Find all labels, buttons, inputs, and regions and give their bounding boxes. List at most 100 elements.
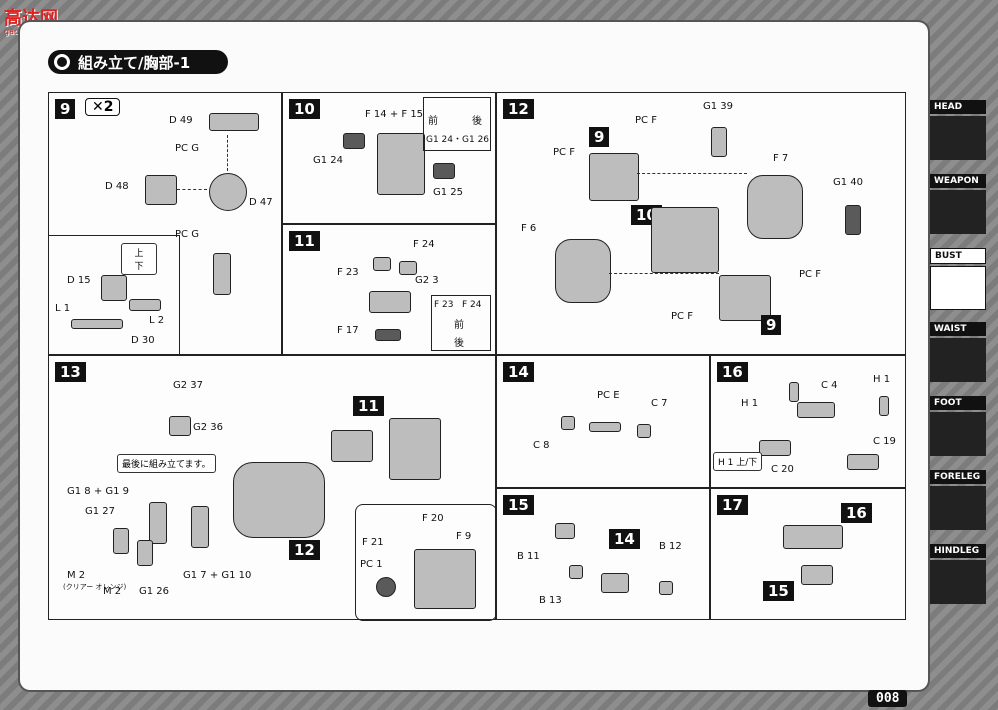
part-label: B 11 xyxy=(517,551,540,562)
part-label: C 20 xyxy=(771,464,794,475)
part-drawing xyxy=(759,440,791,456)
part-label: PC G xyxy=(175,143,199,154)
back-label: 後 xyxy=(472,116,482,127)
step-17-panel: 17 16 15 xyxy=(710,488,906,620)
sub-step-ref: 16 xyxy=(841,503,872,523)
part-drawing xyxy=(389,418,441,480)
part-label: L 2 xyxy=(149,315,165,326)
part-label: F 23 xyxy=(337,267,359,278)
part-label: L 1 xyxy=(55,303,71,314)
sidebar-tab-foot[interactable]: FOOT xyxy=(930,396,994,460)
step-9-panel: 9 ✕2 D 49 PC G D 48 D 47 PC G D 15 L 1 L… xyxy=(48,92,282,356)
part-label: C 8 xyxy=(533,440,550,451)
part-label: G1 24 xyxy=(313,155,344,166)
sub-step-ref: 15 xyxy=(763,581,794,601)
step-number: 15 xyxy=(503,495,534,515)
part-label: F 24 xyxy=(413,239,435,250)
part-label: C 7 xyxy=(651,398,668,409)
part-label: F 20 xyxy=(422,513,444,524)
part-label: G1 25 xyxy=(433,187,464,198)
detail-box: F 23 F 24 前 後 xyxy=(431,295,491,351)
part-label: F 7 xyxy=(773,153,789,164)
part-drawing xyxy=(797,402,835,418)
step-11-panel: 11 F 24 F 23 G2 3 F 17 F 23 F 24 前 後 xyxy=(282,224,496,355)
part-label: PC 1 xyxy=(360,559,383,570)
sidebar-tab-bust[interactable]: BUST xyxy=(930,248,994,312)
step-number: 10 xyxy=(289,99,320,119)
step-number: 16 xyxy=(717,362,748,382)
part-label: F 23 xyxy=(434,300,454,310)
part-label: G1 7 + G1 10 xyxy=(183,570,252,581)
sidebar-tab-waist[interactable]: WAIST xyxy=(930,322,994,386)
tab-label: WEAPON xyxy=(930,174,986,188)
part-label: H 1 xyxy=(741,398,759,409)
orientation-note: 上下 xyxy=(121,243,157,275)
part-drawing xyxy=(101,275,127,301)
assembly-line xyxy=(609,273,719,274)
step-13-panel: 13 G2 37 G2 36 最後に組み立てます。 G1 8 + G1 9 G1… xyxy=(48,355,497,621)
part-drawing xyxy=(129,299,161,311)
part-drawing xyxy=(377,133,425,195)
part-drawing xyxy=(561,416,575,430)
part-label: D 30 xyxy=(131,335,155,346)
step-16-panel: 16 H 1 C 4 H 1 C 20 C 19 H 1 上/下 xyxy=(710,355,906,488)
part-label: G1 8 + G1 9 xyxy=(67,486,130,497)
part-drawing xyxy=(555,523,575,539)
weapon-icon xyxy=(930,190,986,234)
foreleg-icon xyxy=(930,486,986,530)
part-label: D 49 xyxy=(169,115,193,126)
part-label: G1 40 xyxy=(833,177,864,188)
section-header: 組み立て/胸部-1 xyxy=(48,50,228,74)
section-title: 組み立て/胸部-1 xyxy=(78,53,191,72)
part-label: C 4 xyxy=(821,380,838,391)
part-drawing xyxy=(555,239,611,303)
tab-label: HINDLEG xyxy=(930,544,986,558)
assembly-line xyxy=(637,173,747,174)
front-label: 前 xyxy=(428,116,438,127)
gear-icon xyxy=(54,54,70,70)
sidebar-tab-head[interactable]: HEAD xyxy=(930,100,994,164)
step-number: 9 xyxy=(55,99,76,119)
page-number: 008 xyxy=(868,690,908,707)
sub-step-ref: 9 xyxy=(761,315,782,335)
part-label: F 9 xyxy=(456,531,472,542)
sidebar-tab-foreleg[interactable]: FORELEG xyxy=(930,470,994,534)
part-drawing xyxy=(719,275,771,321)
step-14-panel: 14 PC E C 7 C 8 xyxy=(496,355,710,488)
part-drawing xyxy=(331,430,373,462)
part-label: F 14 + F 15 xyxy=(365,109,424,120)
tab-label: FOOT xyxy=(930,396,986,410)
part-label: B 13 xyxy=(539,595,562,606)
multiplier-badge: ✕2 xyxy=(85,98,121,116)
part-drawing xyxy=(343,133,365,149)
part-drawing xyxy=(845,205,861,235)
part-label: G1 24・G1 26 xyxy=(426,135,490,145)
part-drawing xyxy=(747,175,803,239)
part-drawing xyxy=(801,565,833,585)
part-drawing xyxy=(637,424,651,438)
tab-label: WAIST xyxy=(930,322,986,336)
part-label: G1 39 xyxy=(703,101,734,112)
part-label: PC F xyxy=(635,115,657,126)
part-drawing xyxy=(569,565,583,579)
orientation-note: H 1 上/下 xyxy=(713,452,763,471)
head-icon xyxy=(930,116,986,160)
part-drawing xyxy=(711,127,727,157)
step-15-panel: 15 B 11 14 B 12 B 13 xyxy=(496,488,710,620)
part-drawing xyxy=(369,291,411,313)
detail-box: 前 後 G1 24・G1 26 xyxy=(423,97,491,151)
sidebar-tab-hindleg[interactable]: HINDLEG xyxy=(930,544,994,608)
sub-step-ref: 11 xyxy=(353,396,384,416)
part-label: G2 36 xyxy=(193,422,224,433)
section-sidebar: HEAD WEAPON BUST WAIST FOOT FORELEG HIND… xyxy=(930,100,994,618)
part-label: D 47 xyxy=(249,197,273,208)
part-drawing xyxy=(433,163,455,179)
part-drawing xyxy=(137,540,153,566)
sidebar-tab-weapon[interactable]: WEAPON xyxy=(930,174,994,238)
part-drawing xyxy=(783,525,843,549)
part-drawing xyxy=(399,261,417,275)
waist-icon xyxy=(930,338,986,382)
part-drawing xyxy=(847,454,879,470)
part-drawing xyxy=(233,462,325,538)
part-drawing xyxy=(145,175,177,205)
